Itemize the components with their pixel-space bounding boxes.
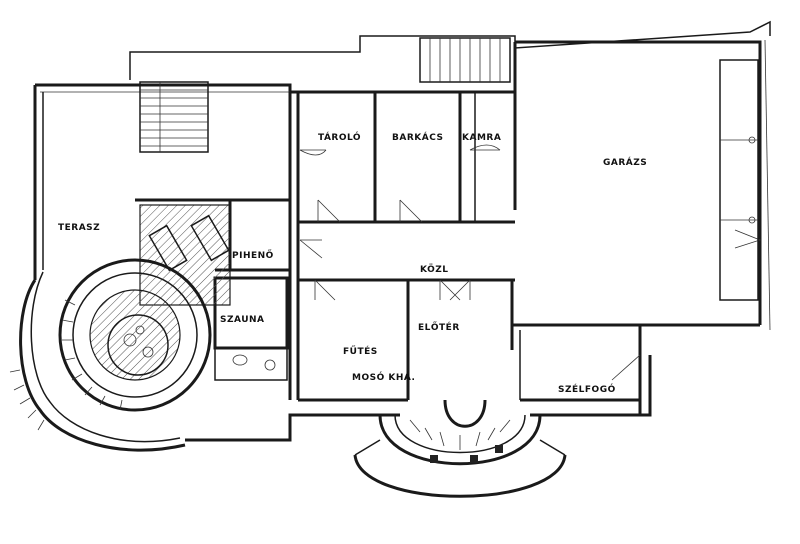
label-futes: FŰTÉS <box>343 345 378 357</box>
label-garazs: GARÁZS <box>603 156 647 168</box>
label-szauna: SZAUNA <box>220 315 265 325</box>
door-swings <box>299 144 762 381</box>
label-terasz: TERASZ <box>58 223 100 233</box>
label-moso: MOSÓ KHÁ. <box>352 371 415 383</box>
label-barkacs: BARKÁCS <box>392 131 443 143</box>
label-eloter: ELŐTÉR <box>418 321 460 333</box>
stairs-upper <box>139 81 209 153</box>
room-labels: TERASZ TÁROLÓ BARKÁCS KAMRA GARÁZS PIHEN… <box>58 131 647 395</box>
pool-area <box>58 258 212 412</box>
exterior-walls <box>9 20 771 452</box>
label-kozl: KÖZL <box>420 264 448 275</box>
stairs-entrance <box>353 399 567 498</box>
garage-panels <box>719 59 759 301</box>
label-szelfogo: SZÉLFOGÓ <box>558 383 616 395</box>
label-piheno: PIHENŐ <box>232 250 274 261</box>
fixtures <box>232 354 276 371</box>
label-tarolo: TÁROLÓ <box>318 131 361 143</box>
stairs-top <box>419 37 511 83</box>
piheno-furniture <box>139 204 231 306</box>
label-kamra: KAMRA <box>462 133 501 143</box>
